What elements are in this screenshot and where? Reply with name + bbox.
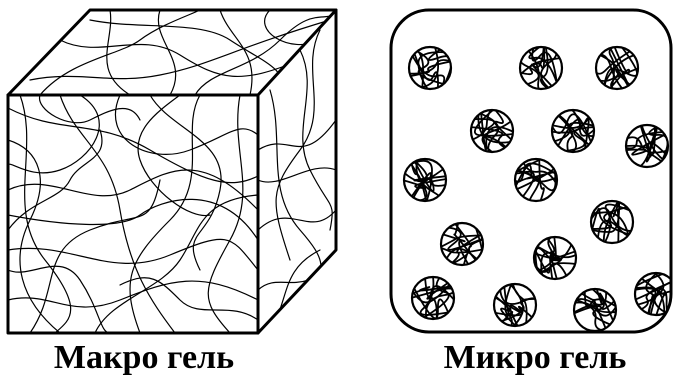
microgel-particle (518, 45, 562, 91)
microgel-particle (546, 108, 596, 153)
micro-gel-caption: Микро гель (415, 338, 655, 378)
microgel-particle (572, 287, 618, 331)
microgel-particle (589, 200, 635, 244)
microgel-particle (408, 45, 453, 91)
microgel-particle (410, 275, 457, 321)
macro-gel-caption: Макро гель (24, 338, 264, 378)
microgel-particle (513, 157, 559, 206)
microgel-particle (402, 158, 448, 203)
side-face-fibres (258, 30, 336, 330)
microgel-particle (624, 121, 670, 167)
micro-gel-container (391, 10, 679, 332)
front-face-fibres (8, 95, 258, 333)
microgel-particle (594, 45, 640, 91)
microgel-particle (469, 108, 515, 154)
microgel-particle (439, 221, 484, 267)
macro-gel-cube (8, 10, 336, 333)
microgel-particle (493, 282, 537, 328)
microgel-particle (530, 235, 578, 281)
microgel-particles (402, 45, 679, 331)
